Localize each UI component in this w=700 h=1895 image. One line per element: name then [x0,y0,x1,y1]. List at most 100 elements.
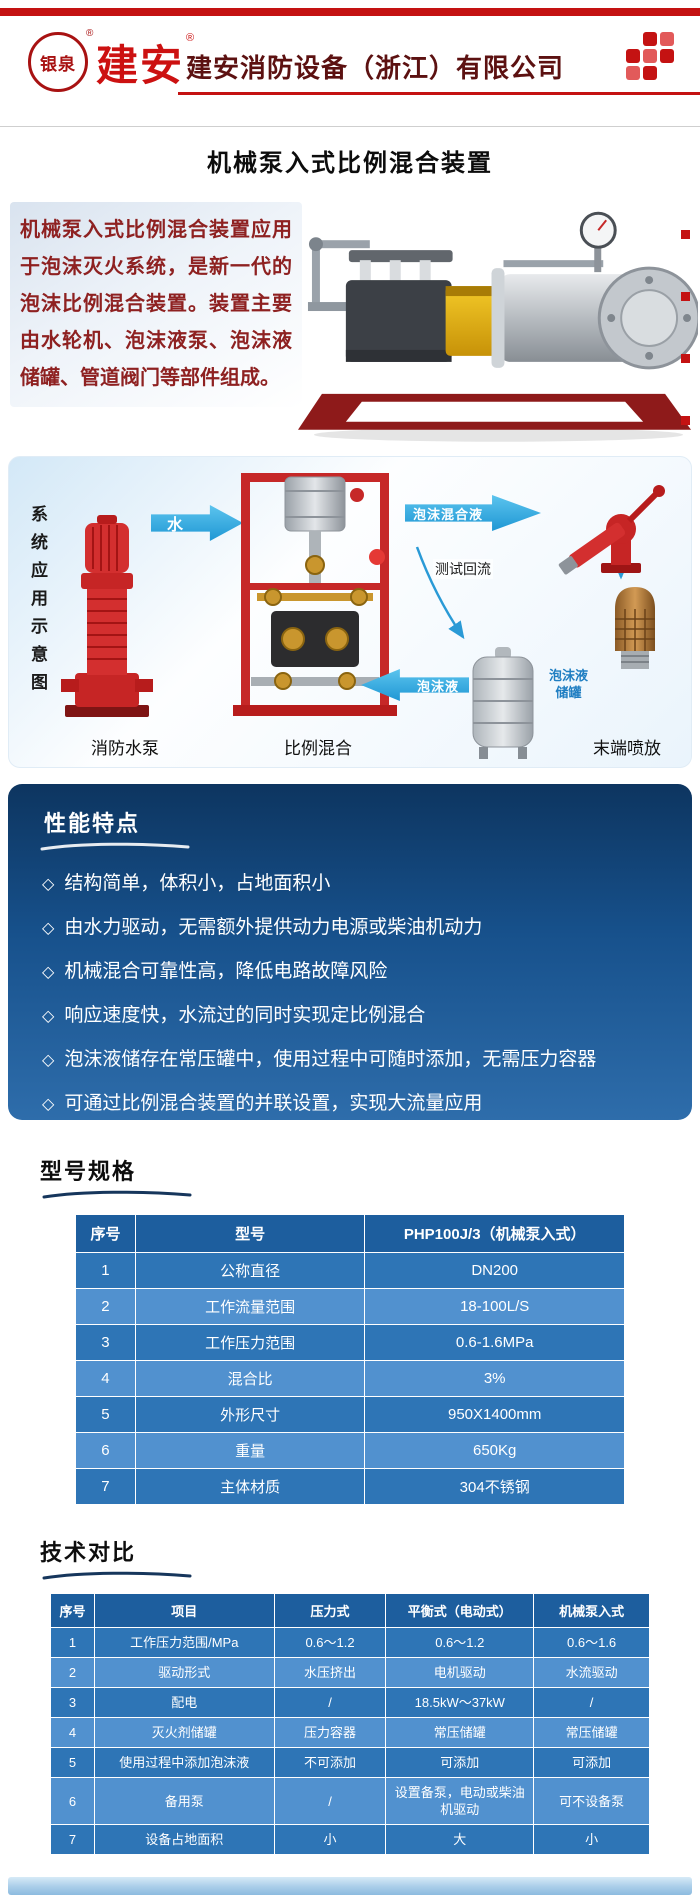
pixel-logo-icon [626,32,674,80]
foam-nozzle-illustration [615,587,655,669]
table-cell: 5 [75,1396,136,1433]
diamond-bullet-icon: ◇ [42,876,55,893]
feature-text: 机械混合可靠性高，降低电路故障风险 [64,961,388,982]
table-cell: 950X1400mm [364,1396,625,1433]
brand-logo-text: 建安 [96,42,185,89]
intro-paragraph: 机械泵入式比例混合装置应用于泡沫灭火系统，是新一代的泡沫比例混合装置。装置主要由… [10,202,302,407]
diamond-bullet-icon: ◇ [42,1096,55,1113]
product-photo [294,202,700,444]
table-cell: 4 [50,1717,95,1748]
foam-tank-label-line1: 泡沫液 [549,668,589,683]
table-cell: 0.6～1.2 [273,1627,387,1658]
table-cell: 1 [50,1627,95,1658]
diagram-label-discharge: 末端喷放 [593,739,661,758]
column-header: 项目 [93,1593,275,1628]
table-cell: 4 [75,1360,136,1397]
diagram-label-proportioner: 比例混合 [284,739,352,758]
feature-item: ◇泡沫液储存在常压罐中，使用过程中可随时添加，无需压力容器 [42,1044,664,1071]
edge-accent-square [681,292,690,301]
table-cell: 工作压力范围 [134,1324,366,1361]
table-cell: 混合比 [134,1360,366,1397]
spec-section-head: 型号规格 [40,1154,700,1200]
company-name: 建安消防设备（浙江）有限公司 [186,53,565,83]
footer-accent-bar [8,1877,692,1895]
features-list: ◇ 结构简单，体积小，占地面积小 ◇ 由水力驱动，无需额外提供动力电源或柴油机动力 ◇ 机… [38,868,664,1115]
foam-mix-flow-arrow: 泡沫混合液 [405,495,541,531]
table-cell: 灭火剂储罐 [93,1717,275,1748]
features-heading: 性能特点 [44,811,141,836]
foam-tank-illustration [472,647,534,759]
column-header: 平衡式（电动式） [385,1593,535,1628]
table-cell: 常压储罐 [385,1717,535,1748]
header: 银泉 ® 建安 ® 建安消防设备（浙江）有限公司 [0,16,700,116]
edge-accent-square [681,230,690,239]
feature-text: 响应速度快，水流过的同时实现定比例混合 [64,1005,426,1026]
table-cell: 3% [364,1360,625,1397]
feature-item: ◇ 由水力驱动，无需额外提供动力电源或柴油机动力 [42,912,664,939]
feature-text: 泡沫液储存在常压罐中，使用过程中可随时添加，无需压力容器 [64,1049,597,1070]
registered-mark-icon: ® [86,28,94,39]
table-cell: 设置备泵，电动或柴油机驱动 [385,1777,535,1825]
feature-text: 由水力驱动，无需额外提供动力电源或柴油机动力 [64,917,483,938]
spec-heading-underline [42,1190,192,1199]
foam-liquid-arrow-label: 泡沫液 [416,678,459,694]
column-header: 压力式 [273,1593,387,1628]
feature-text: 可通过比例混合装置的并联设置，实现大流量应用 [64,1093,483,1114]
table-cell: / [273,1777,387,1825]
logo-emblem-text: 银泉 [40,54,76,74]
feature-item: ◇ 结构简单，体积小，占地面积小 [42,868,664,895]
table-cell: 0.6-1.6MPa [364,1324,625,1361]
table-cell: 304不锈钢 [364,1468,625,1505]
header-underline [178,92,700,95]
column-header: 序号 [50,1593,95,1628]
test-return-arrow [415,546,465,640]
table-cell: 设备占地面积 [93,1824,275,1855]
table-cell: 0.6～1.6 [533,1627,650,1658]
foam-mix-arrow-label: 泡沫混合液 [413,506,484,522]
table-cell: 主体材质 [134,1468,366,1505]
table-cell: 650Kg [364,1432,625,1469]
logo-emblem: 银泉 [28,32,88,92]
column-header: PHP100J/3（机械泵入式） [364,1214,625,1253]
compare-heading: 技术对比 [40,1540,137,1565]
table-cell: 6 [50,1777,95,1825]
header-divider [0,126,700,127]
registered-mark-icon: ® [186,32,195,44]
system-diagram-section: 系统应用示意图 水 [8,456,692,768]
table-cell: 7 [75,1468,136,1505]
table-cell: 大 [385,1824,535,1855]
table-cell: 不可添加 [273,1747,387,1778]
feature-text: 结构简单，体积小，占地面积小 [64,873,331,894]
table-cell: 电机驱动 [385,1657,535,1688]
table-cell: 可不设备泵 [533,1777,650,1825]
table-cell: 3 [75,1324,136,1361]
table-cell: 工作流量范围 [134,1288,366,1325]
top-accent-bar [0,8,700,16]
diamond-bullet-icon: ◇ [42,964,55,981]
table-cell: 18-100L/S [364,1288,625,1325]
foam-tank-label-line2: 储罐 [555,685,582,700]
edge-accent-square [681,354,690,363]
edge-accent-square [681,416,690,425]
diamond-bullet-icon: ◇ [42,1008,55,1025]
diamond-bullet-icon: ◇ [42,920,55,937]
table-cell: / [273,1687,387,1718]
table-cell: 公称直径 [134,1252,366,1289]
test-return-label: 测试回流 [433,559,493,579]
feature-item: ◇ 响应速度快，水流过的同时实现定比例混合 [42,1000,664,1027]
fire-pump-illustration [61,515,153,717]
